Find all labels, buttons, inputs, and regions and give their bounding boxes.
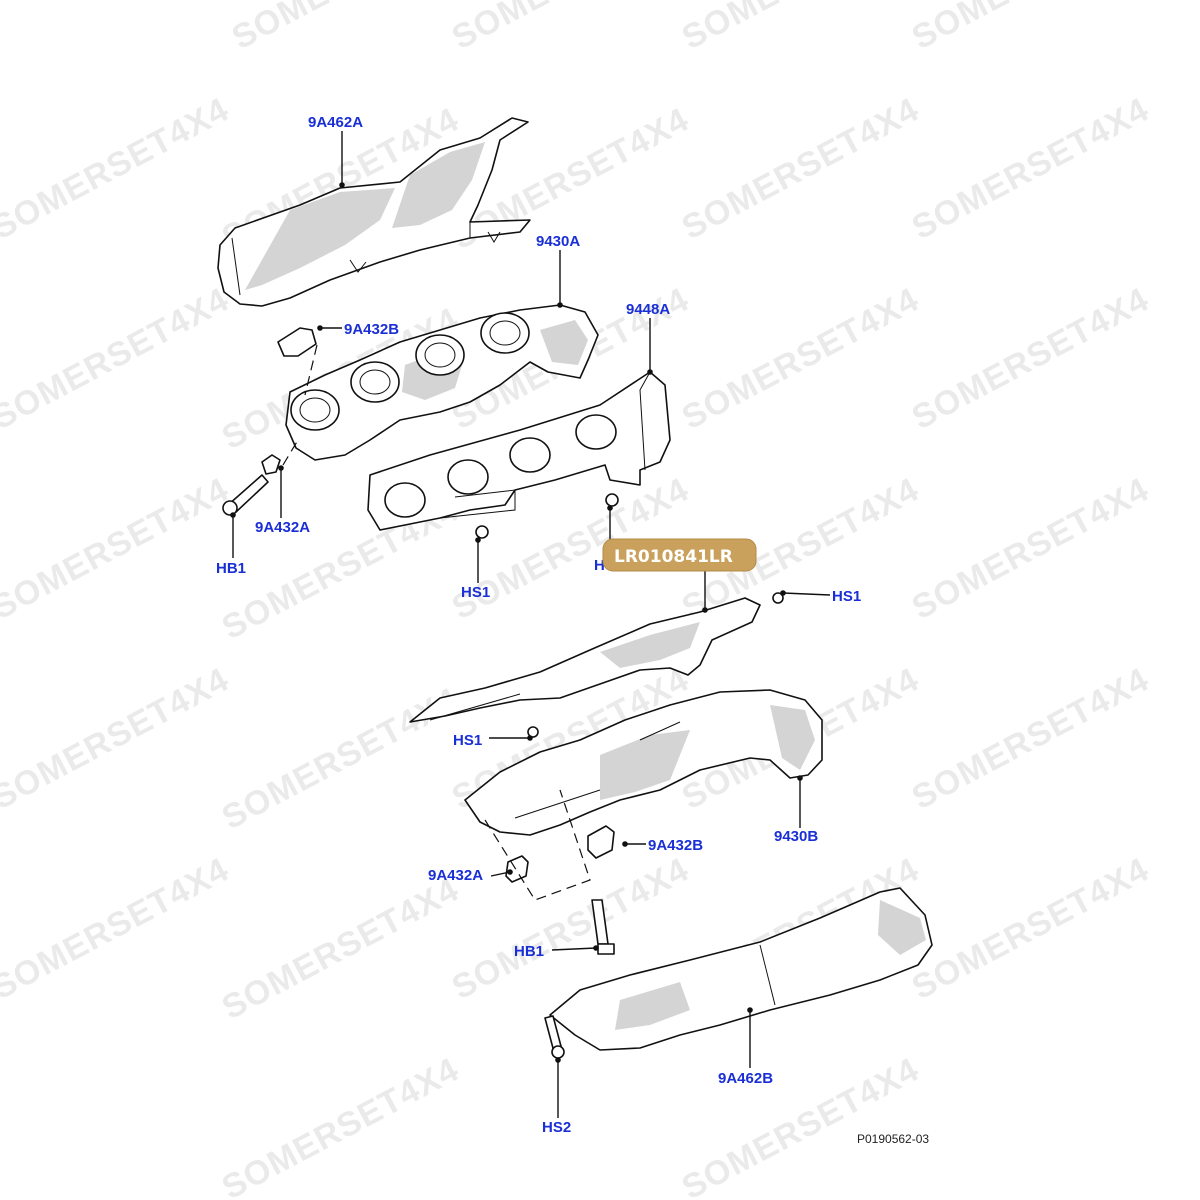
callout-9a432b-bottom[interactable]: 9A432B	[648, 837, 703, 854]
watermark-text: SOMERSET4X4	[0, 660, 235, 817]
gasket-9a432a-bottom[interactable]	[505, 855, 529, 883]
callout-hs1-right[interactable]: HS1	[832, 588, 861, 605]
alignment-line	[304, 344, 318, 396]
watermark-text: SOMERSET4X4	[216, 870, 465, 1027]
watermark-text: SOMERSET4X4	[906, 470, 1155, 627]
alignment-line	[484, 789, 591, 901]
callout-9430b[interactable]: 9430B	[774, 828, 818, 845]
watermark-text: SOMERSET4X4	[906, 850, 1155, 1007]
watermark-text: SOMERSET4X4	[0, 850, 235, 1007]
gasket-9a432b-bottom[interactable]	[587, 825, 615, 859]
callout-hb1-bottom[interactable]: HB1	[514, 943, 544, 960]
heat-shield-lr010841lr[interactable]	[409, 592, 784, 723]
callout-9a462a[interactable]: 9A462A	[308, 114, 363, 131]
watermark-text: SOMERSET4X4	[906, 280, 1155, 437]
heat-shield-9a462a[interactable]	[217, 117, 531, 307]
bolt-hb1-bottom[interactable]	[591, 899, 615, 955]
callout-9430a[interactable]: 9430A	[536, 233, 580, 250]
bolt-hb1-top[interactable]	[222, 474, 269, 516]
drawing-reference: P0190562-03	[857, 1132, 929, 1146]
gasket-9a432a-top[interactable]	[261, 454, 281, 475]
callout-9a462b[interactable]: 9A462B	[718, 1070, 773, 1087]
callout-hs2[interactable]: HS2	[542, 1119, 571, 1136]
gasket-9a432b-top[interactable]	[277, 327, 317, 357]
watermark-text: SOMERSET4X4	[676, 280, 925, 437]
screw-hs1-mid[interactable]	[605, 493, 619, 507]
callout-9448a[interactable]: 9448A	[626, 301, 670, 318]
watermark-text: SOMERSET4X4	[226, 0, 475, 57]
callout-hs1-left[interactable]: HS1	[461, 584, 490, 601]
watermark-text: SOMERSET4X4	[906, 0, 1155, 57]
heat-shield-9448a[interactable]	[367, 371, 671, 531]
part-number-badge[interactable]: LR010841LR	[602, 538, 757, 572]
watermark-text: SOMERSET4X4	[0, 470, 235, 627]
callout-9a432b-top[interactable]: 9A432B	[344, 321, 399, 338]
exhaust-manifold-9430a[interactable]	[285, 304, 599, 461]
watermark-text: SOMERSET4X4	[0, 90, 235, 247]
callout-hs1-lower[interactable]: HS1	[453, 732, 482, 749]
stud-hs2[interactable]	[544, 1015, 565, 1059]
watermark-text: SOMERSET4X4	[906, 660, 1155, 817]
callout-9a432a-top[interactable]: 9A432A	[255, 519, 310, 536]
screw-hs1-left[interactable]	[475, 525, 489, 539]
callout-hb1-top[interactable]: HB1	[216, 560, 246, 577]
watermark-text: SOMERSET4X4	[906, 90, 1155, 247]
watermark-text: SOMERSET4X4	[446, 0, 695, 57]
callout-labels: 9A462A 9430A 9448A 9A432B 9A432A HB1 HS1…	[216, 114, 861, 1136]
alignment-line	[282, 439, 299, 466]
callout-9a432a-bottom[interactable]: 9A432A	[428, 867, 483, 884]
watermark-text: SOMERSET4X4	[0, 280, 235, 437]
leader-lines	[230, 131, 831, 1118]
watermark-text: SOMERSET4X4	[676, 90, 925, 247]
watermark-text: SOMERSET4X4	[216, 1050, 465, 1200]
watermark-text: SOMERSET4X4	[216, 680, 465, 837]
watermark-text: SOMERSET4X4	[676, 0, 925, 57]
watermark-text: SOMERSET4X4	[676, 1050, 925, 1200]
badge-text: LR010841LR	[614, 547, 733, 567]
heat-shield-9a462b[interactable]	[549, 887, 933, 1051]
